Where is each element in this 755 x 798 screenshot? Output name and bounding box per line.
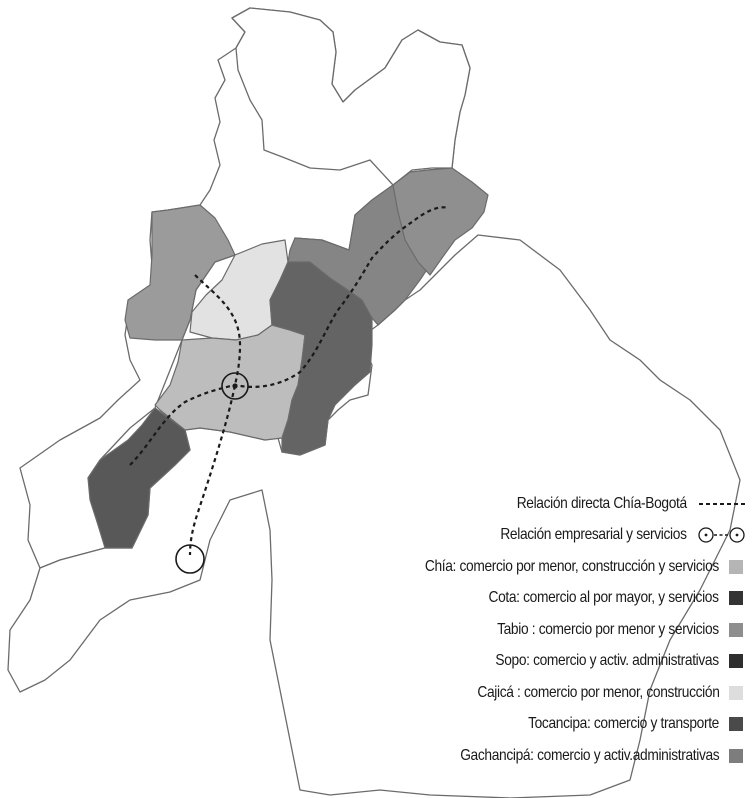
legend-swatch [729,748,743,763]
legend-node-circle [729,527,745,543]
node-chia-circle [221,372,249,400]
region-cota [87,407,191,549]
legend-swatch [729,654,743,669]
legend-swatch [729,559,743,574]
legend-item: Relación directa Chía-Bogotá [187,488,747,520]
legend-item: Relación empresarial y servicios [187,520,747,552]
region-tocancipa [287,184,431,326]
dotted-line-icon [699,502,745,505]
legend-node-circle [698,527,714,543]
legend-label: Tabio : comercio por menor y servicios [497,620,719,638]
legend-item: Cota: comercio al por mayor, y servicios [187,583,747,615]
legend-label: Relación empresarial y servicios [500,526,688,544]
legend-item: Chía: comercio por menor, construcción y… [187,551,747,583]
legend-swatch-fill [729,622,743,637]
legend-swatch-fill [729,654,743,669]
legend-swatch-fill [729,685,743,700]
legend-node-dot [704,533,708,537]
route-empresarial [129,206,449,466]
legend-label: Tocancipa: comercio y transporte [528,715,719,733]
legend-item: Tocancipa: comercio y transporte [187,709,747,741]
legend-label: Relación directa Chía-Bogotá [516,494,687,512]
node-chia-dot [232,383,238,389]
legend-item: Sopo: comercio y activ. administrativas [187,646,747,678]
route-chia-bogota [188,274,242,556]
legend-swatch [729,717,743,732]
legend-swatch-fill [729,559,743,574]
legend-swatch-fill [729,591,743,606]
legend-swatch-fill [729,717,743,732]
region-north [231,7,471,186]
node-bogota-circle [175,544,205,574]
legend-label: Cota: comercio al por mayor, y servicios [488,589,720,607]
legend-node-dot [735,533,739,537]
legend-label: Sopo: comercio y activ. administrativas [495,652,720,670]
legend-swatch [729,622,743,637]
region-tabio [124,204,236,341]
legend-swatch [729,591,743,606]
legend-swatch-fill [729,748,743,763]
legend-label: Cajicá : comercio por menor, construcció… [476,683,719,701]
region-gachancipa [392,167,489,276]
circle-dotted-line-icon [698,527,745,543]
legend-item: Tabio : comercio por menor y servicios [187,614,747,646]
legend-swatch [729,685,743,700]
legend-label: Gachancipá: comercio y activ.administrat… [459,746,720,764]
legend-item: Gachancipá: comercio y activ.administrat… [187,740,747,772]
legend-label: Chía: comercio por menor, construcción y… [424,557,719,575]
legend-item: Cajicá : comercio por menor, construcció… [187,677,747,709]
